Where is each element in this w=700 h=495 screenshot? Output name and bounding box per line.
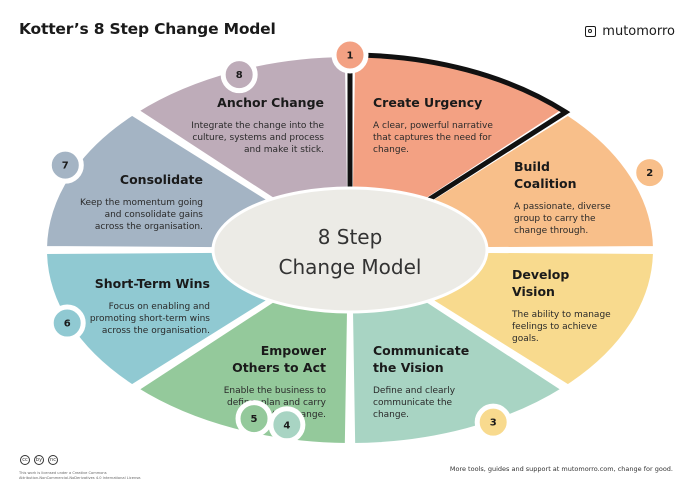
attribution-icon: by bbox=[34, 455, 44, 465]
step-number-6: 6 bbox=[64, 319, 71, 330]
step-title-short-term-wins: Short-Term Wins bbox=[95, 276, 210, 291]
center-ellipse bbox=[211, 186, 489, 314]
step-description-short-term-wins: across the organisation. bbox=[102, 326, 210, 336]
step-number-4: 4 bbox=[283, 420, 290, 431]
step-badge-7 bbox=[46, 146, 84, 184]
step-badge-3 bbox=[474, 403, 512, 441]
step-description-anchor-change: and make it stick. bbox=[244, 145, 324, 155]
brand-logo[interactable]: mutomorro bbox=[585, 24, 675, 39]
step-badge-1 bbox=[331, 36, 369, 74]
step-description-anchor-change: culture, systems and process bbox=[192, 133, 324, 143]
step-number-7: 7 bbox=[62, 161, 69, 172]
step-description-empower-others-to-act: define, plan and carry bbox=[227, 398, 327, 408]
step-description-build-coalition: A passionate, diverse bbox=[514, 202, 611, 212]
step-number-2: 2 bbox=[646, 168, 653, 179]
non-commercial-icon: nc bbox=[48, 455, 58, 465]
step-title-anchor-change: Anchor Change bbox=[217, 95, 324, 110]
step-title-build-coalition: Coalition bbox=[514, 176, 577, 191]
step-title-empower-others-to-act: Empower bbox=[261, 343, 327, 358]
step-number-8: 8 bbox=[236, 70, 243, 81]
step-title-develop-vision: Vision bbox=[512, 284, 555, 299]
step-badge-5 bbox=[235, 400, 273, 438]
license-text: This work is licensed under a Creative C… bbox=[19, 471, 142, 480]
page-title: Kotter’s 8 Step Change Model bbox=[19, 20, 276, 38]
step-title-communicate-the-vision: Communicate bbox=[373, 343, 469, 358]
step-description-create-urgency: change. bbox=[373, 145, 409, 155]
step-description-create-urgency: that captures the need for bbox=[373, 133, 492, 143]
step-title-build-coalition: Build bbox=[514, 159, 550, 174]
creative-commons-icon: cc bbox=[20, 455, 30, 465]
step-description-consolidate: across the organisation. bbox=[95, 222, 203, 232]
mutomorro-logo-icon bbox=[585, 26, 597, 37]
center-title-line2: Change Model bbox=[279, 255, 422, 279]
step-description-consolidate: and consolidate gains bbox=[105, 210, 204, 220]
step-title-consolidate: Consolidate bbox=[120, 172, 203, 187]
step-title-develop-vision: Develop bbox=[512, 267, 569, 282]
step-description-build-coalition: change through. bbox=[514, 226, 588, 236]
step-description-communicate-the-vision: change. bbox=[373, 410, 409, 420]
step-number-5: 5 bbox=[251, 414, 258, 425]
step-description-create-urgency: A clear, powerful narrative bbox=[373, 121, 493, 131]
step-title-communicate-the-vision: the Vision bbox=[373, 360, 444, 375]
step-number-3: 3 bbox=[490, 418, 497, 429]
step-description-communicate-the-vision: Define and clearly bbox=[373, 386, 456, 396]
step-badge-8 bbox=[220, 56, 258, 94]
step-description-develop-vision: goals. bbox=[512, 334, 539, 344]
step-title-create-urgency: Create Urgency bbox=[373, 95, 482, 110]
step-description-short-term-wins: Focus on enabling and bbox=[109, 302, 210, 312]
license-icons: cc by nc bbox=[20, 455, 58, 465]
step-badge-6 bbox=[48, 304, 86, 342]
footer-tagline: More tools, guides and support at mutomo… bbox=[449, 465, 673, 473]
brand-name: mutomorro bbox=[602, 24, 675, 39]
step-description-empower-others-to-act: Enable the business to bbox=[224, 386, 327, 396]
step-description-consolidate: Keep the momentum going bbox=[80, 198, 203, 208]
step-description-develop-vision: The ability to manage bbox=[511, 310, 611, 320]
step-description-communicate-the-vision: communicate the bbox=[373, 398, 453, 408]
step-description-build-coalition: group to carry the bbox=[514, 214, 596, 224]
center-title-line1: 8 Step bbox=[318, 225, 383, 249]
step-description-develop-vision: feelings to achieve bbox=[512, 322, 598, 332]
step-description-short-term-wins: promoting short-term wins bbox=[90, 314, 210, 324]
step-number-1: 1 bbox=[347, 51, 354, 62]
step-title-empower-others-to-act: Others to Act bbox=[232, 360, 326, 375]
step-description-anchor-change: Integrate the change into the bbox=[191, 121, 324, 131]
step-badge-2 bbox=[631, 154, 669, 192]
